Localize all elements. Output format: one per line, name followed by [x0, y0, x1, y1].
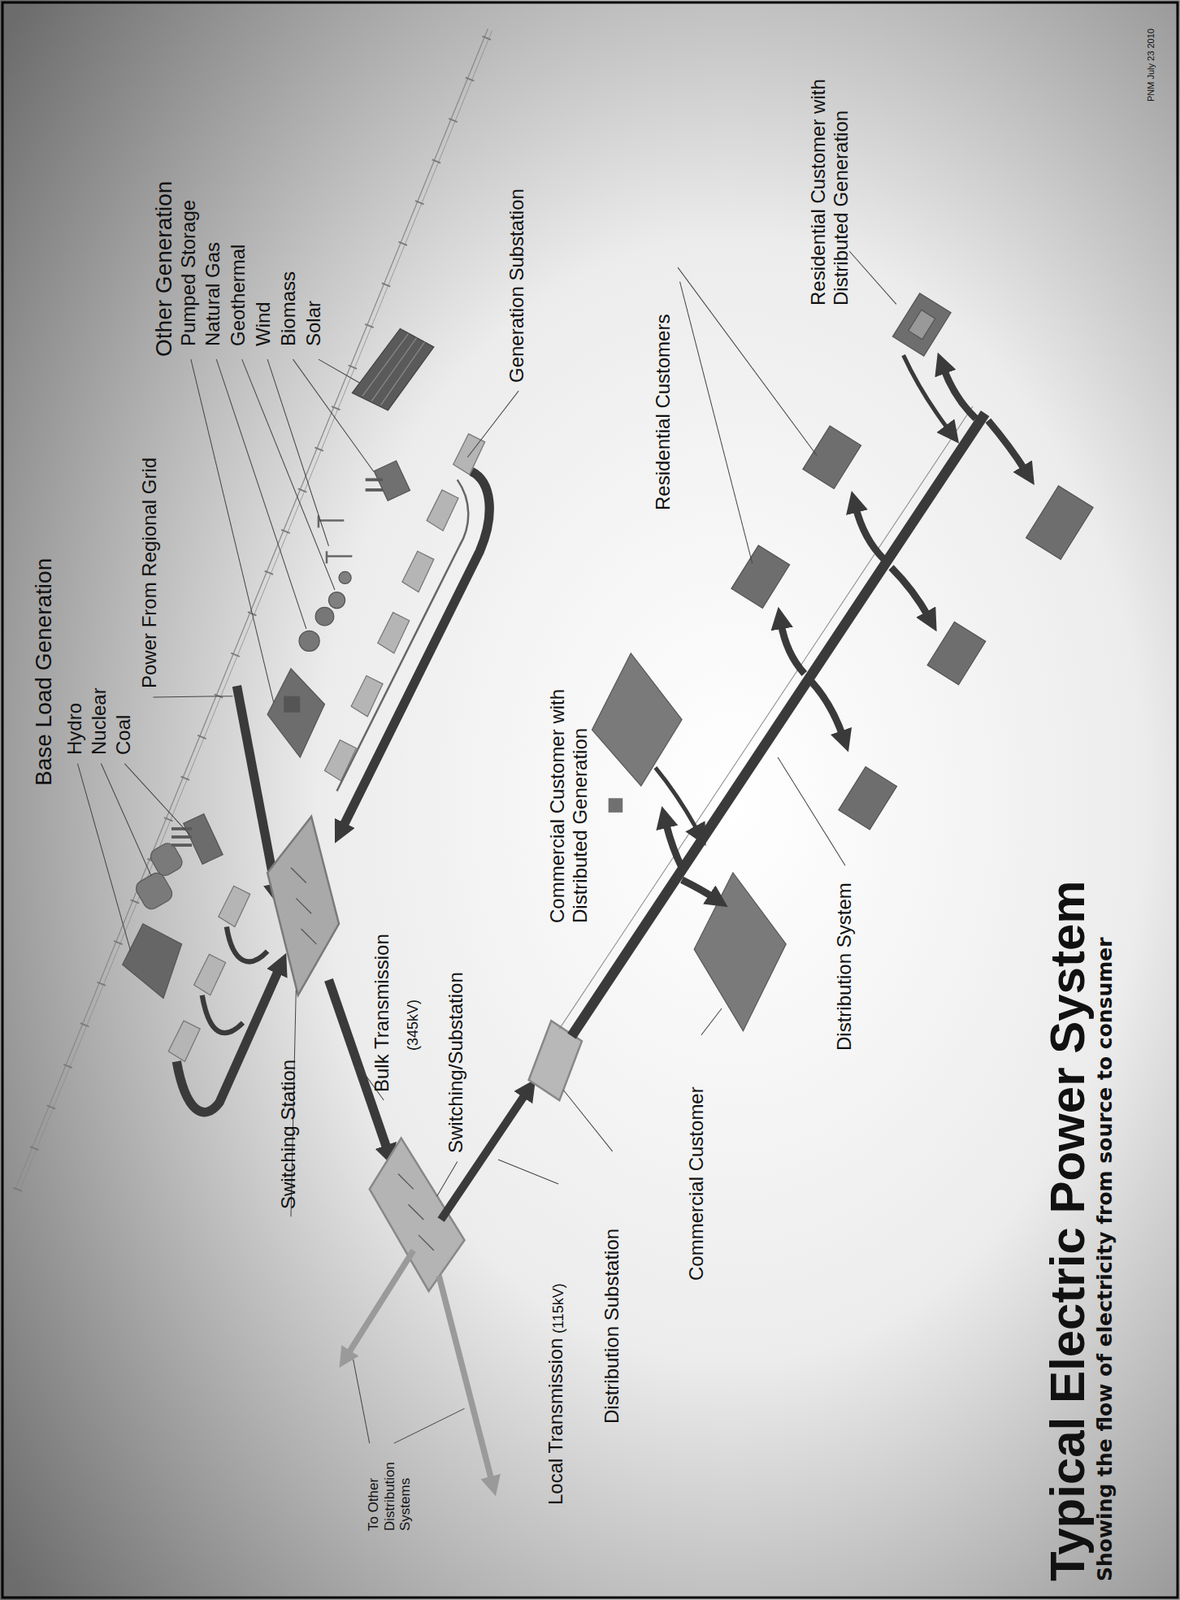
- roof-solar-panel: [908, 309, 936, 339]
- cooling-tower: [133, 870, 175, 912]
- callout-label: Power From Regional Grid: [138, 457, 161, 689]
- commercial-building: [592, 653, 683, 786]
- switchgear: [290, 867, 317, 945]
- callout-label: Bulk Transmission: [370, 933, 394, 1093]
- switching-station: [267, 816, 339, 996]
- pumped-storage-plant: [267, 668, 325, 758]
- callout-label: Natural Gas: [201, 242, 225, 347]
- scene: [15, 28, 1094, 1483]
- callout-label: Base Load Generation: [30, 558, 57, 786]
- house: [731, 293, 1094, 830]
- wind-turbine: [318, 515, 352, 564]
- callout-label: Commercial Customer: [685, 1086, 708, 1281]
- tower-line: [19, 30, 493, 1192]
- tower-symbol: [17, 29, 491, 1190]
- callout-label: Switching/Substation: [444, 971, 468, 1154]
- flow-arrow: [780, 367, 1026, 738]
- switchgear: [398, 1174, 434, 1251]
- callout-label: Distribution Substation: [600, 1228, 624, 1424]
- callout-label: (115kV): [550, 1283, 568, 1334]
- diagram-title: Typical Electric Power System: [1043, 880, 1093, 1582]
- callout-label: Other Generation: [151, 181, 178, 357]
- solar-array: [351, 328, 434, 410]
- callout-label: Commercial Customer with Distributed Gen…: [546, 602, 591, 924]
- solar-panel-rows: [362, 334, 426, 406]
- callout-label: Residential Customer with Distributed Ge…: [806, 21, 852, 306]
- switching-substation: [369, 1138, 465, 1292]
- flow-arrow: [337, 471, 491, 829]
- geothermal-plant: [328, 571, 352, 608]
- callout-label: Biomass: [277, 271, 300, 347]
- callout-label: Generation Substation: [505, 188, 529, 383]
- leader-line: [77, 251, 896, 1444]
- callout-label: Geothermal: [226, 244, 250, 347]
- callout-label: Showing the flow of electricity from sou…: [1093, 937, 1118, 1582]
- generator-unit: [608, 798, 624, 813]
- hydro-plant: [122, 924, 183, 999]
- smoke-stacks: [365, 479, 383, 491]
- generation-substation: [168, 885, 250, 1062]
- callout-label: Solar: [302, 300, 326, 347]
- flow-arrow: [903, 355, 951, 431]
- plant-detail: [283, 696, 300, 713]
- callout-label: (345kV): [404, 999, 422, 1051]
- callout-label: PNM July 23 2010: [1145, 28, 1157, 102]
- flow-arrow: [655, 767, 715, 899]
- callout-label: Residential Customers: [651, 314, 675, 511]
- callout-label: Hydro: [63, 702, 87, 755]
- callout-label: Switching Station: [277, 1059, 300, 1210]
- distribution-line: [571, 413, 985, 1037]
- tower-line: [15, 28, 489, 1189]
- natural-gas-plant: [299, 607, 335, 651]
- smoke-stacks: [171, 828, 192, 846]
- coal-plant: [183, 814, 223, 865]
- callout-label: Distribution System: [832, 882, 856, 1051]
- callout-label: Wind: [251, 301, 275, 347]
- callout-label: To Other Distribution Systems: [365, 1433, 414, 1532]
- flow-arrow: [176, 685, 280, 1113]
- callout-label: Nuclear: [87, 687, 111, 755]
- callout-label: Coal: [112, 715, 135, 755]
- callout-label: Local Transmission: [544, 1338, 568, 1506]
- callout-label: Pumped Storage: [177, 199, 200, 347]
- flow-arrow: [347, 1250, 492, 1483]
